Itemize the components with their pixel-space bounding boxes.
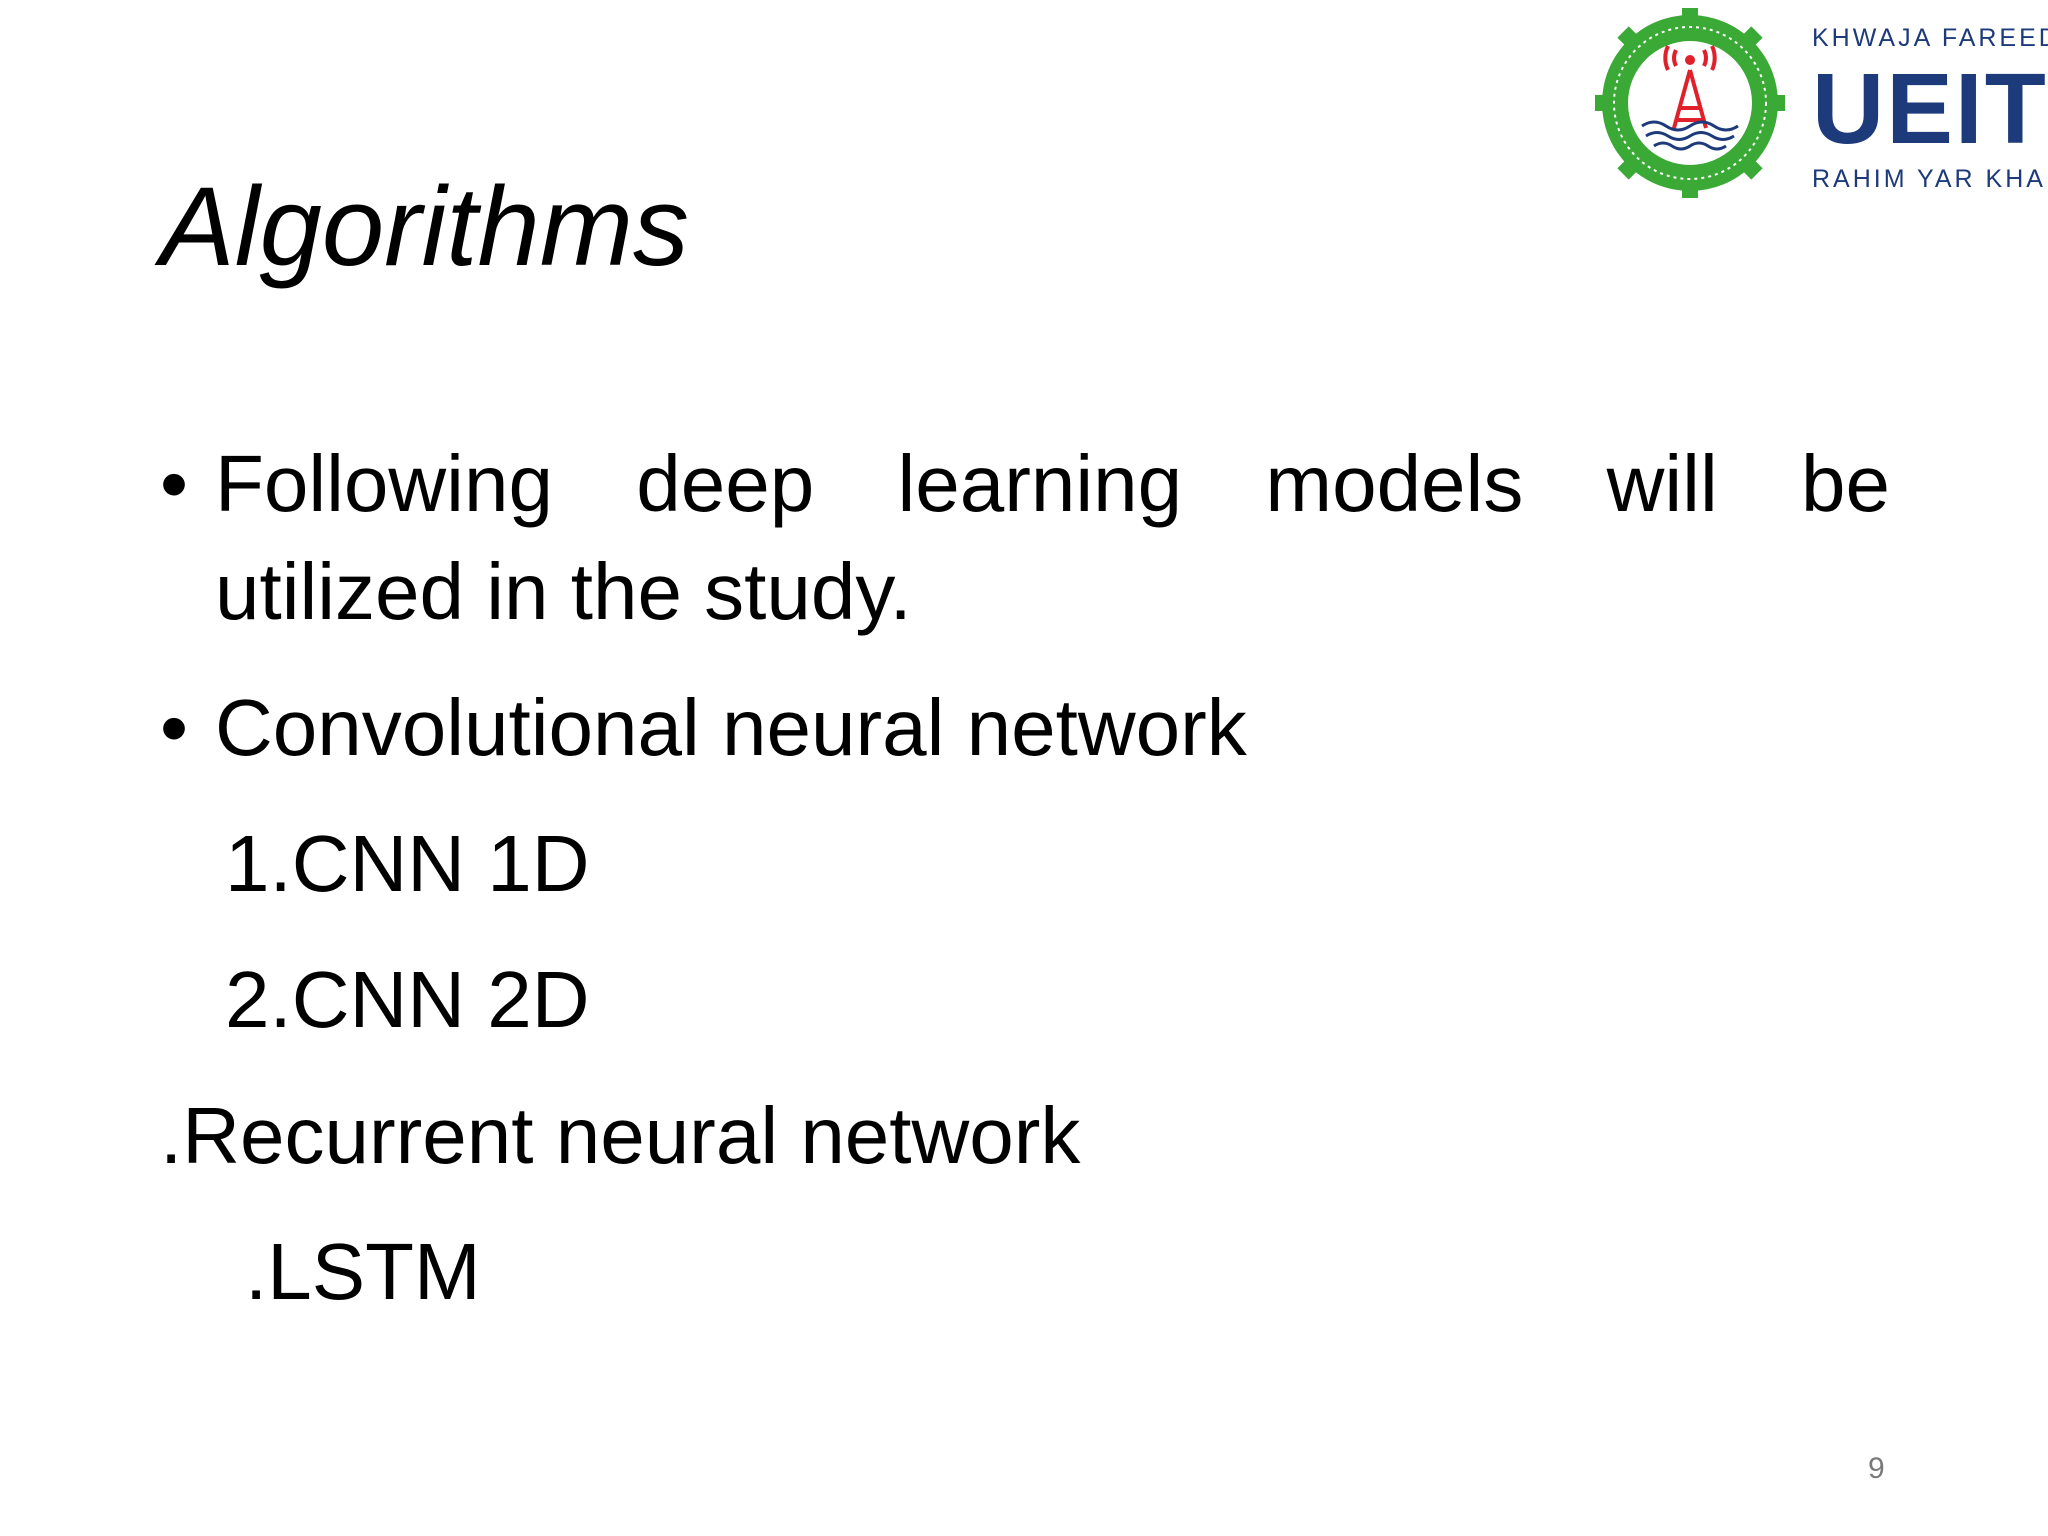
bullet-line: utilized in the study. — [215, 547, 912, 636]
bullet-line: Following deep learning models will be — [215, 439, 1890, 528]
bullet-marker: • — [160, 683, 189, 772]
bullet-line: Convolutional neural network — [215, 683, 1247, 772]
logo-wordmark: KHWAJA FAREED UEIT RAHIM YAR KHAN — [1812, 24, 2048, 194]
slide-title: Algorithms — [160, 164, 690, 289]
gear-emblem-icon — [1595, 8, 1785, 198]
sub-item: 2.CNN 2D — [225, 955, 590, 1044]
slide-body: • Following deep learning models will be… — [160, 430, 1890, 1326]
logo-bottom-text: RAHIM YAR KHAN — [1812, 165, 2048, 193]
sub-item: 1.CNN 1D — [225, 819, 590, 908]
plain-item: .Recurrent neural network — [160, 1091, 1081, 1180]
page-number: 9 — [1868, 1452, 1885, 1485]
university-logo — [1595, 8, 1785, 198]
bullet-item: • Convolutional neural network — [160, 674, 1890, 782]
bullet-marker: • — [160, 439, 189, 528]
bullet-item: • Following deep learning models will be… — [160, 430, 1890, 646]
logo-main-text: UEIT — [1812, 53, 2048, 165]
sub-item: .LSTM — [245, 1227, 481, 1316]
logo-top-text: KHWAJA FAREED — [1812, 24, 2048, 52]
